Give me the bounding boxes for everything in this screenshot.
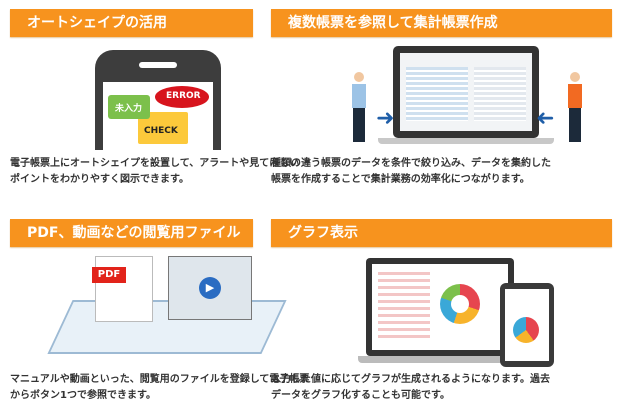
monitor-base xyxy=(358,356,522,363)
section-header-aggregate: 複数帳票を参照して集計帳票作成 xyxy=(271,9,612,37)
donut-chart-icon xyxy=(440,284,480,324)
arrow-left-icon: ➜ xyxy=(536,106,555,131)
description-graph: 入力した値に応じてグラフが生成されるようになります。過去 データをグラフ化するこ… xyxy=(271,372,550,404)
desc-line: 入力した値に応じてグラフが生成されるようになります。過去 xyxy=(271,374,550,385)
desc-line: 種類の違う帳票のデータを条件で絞り込み、データを集約した xyxy=(271,158,551,169)
tablet-screen xyxy=(505,289,549,361)
tablet-illustration xyxy=(500,283,554,367)
table-graphic xyxy=(474,67,526,121)
pdf-document-icon: PDF xyxy=(92,256,153,322)
desc-line: からボタン1つで参照できます。 xyxy=(10,390,156,401)
desc-line: 帳票を作成することで集計業務の効率化につながります。 xyxy=(271,174,530,185)
error-burst: ERROR xyxy=(155,86,209,108)
monitor-screen xyxy=(372,264,508,350)
laptop-base xyxy=(378,138,554,144)
desc-line: データをグラフ化することも可能です。 xyxy=(271,390,450,401)
monitor-illustration xyxy=(366,258,514,356)
desc-line: 電子帳票上にオートシェイプを設置して、アラートや見てほしい xyxy=(10,158,300,169)
arrow-right-icon: ➜ xyxy=(376,106,395,131)
description-file-registration: マニュアルや動画といった、閲覧用のファイルを登録して電子帳票 からボタン1つで参… xyxy=(10,372,309,404)
person-right-icon xyxy=(566,72,584,144)
section-header-file-registration: PDF、動画などの閲覧用ファイルの登録 xyxy=(10,219,253,269)
input-label: 未入力 xyxy=(115,104,143,114)
input-callout: 未入力 xyxy=(108,95,150,119)
person-left-icon xyxy=(350,72,368,144)
video-panel: ▶ xyxy=(168,256,252,320)
phone-illustration: CHECK 未入力 ERROR xyxy=(95,50,221,150)
laptop-illustration xyxy=(393,46,539,138)
table-graphic xyxy=(406,67,468,121)
section-header-graph: グラフ表示 xyxy=(271,219,612,247)
phone-screen: CHECK 未入力 ERROR xyxy=(103,82,213,150)
description-aggregate: 種類の違う帳票のデータを条件で絞り込み、データを集約した 帳票を作成することで集… xyxy=(271,156,551,188)
desc-line: マニュアルや動画といった、閲覧用のファイルを登録して電子帳票 xyxy=(10,374,310,385)
phone-speaker xyxy=(139,62,177,68)
desc-line: ポイントをわかりやすく図示できます。 xyxy=(10,174,189,185)
pie-chart-icon xyxy=(513,317,539,343)
error-label: ERROR xyxy=(166,91,201,101)
pdf-label: PDF xyxy=(92,267,126,283)
laptop-screen xyxy=(400,53,532,131)
play-icon[interactable]: ▶ xyxy=(199,277,221,299)
section-header-autoshape: オートシェイプの活用 xyxy=(10,9,253,37)
description-autoshape: 電子帳票上にオートシェイプを設置して、アラートや見てほしい ポイントをわかりやす… xyxy=(10,156,299,188)
check-label: CHECK xyxy=(144,126,178,136)
report-lines xyxy=(378,272,430,342)
